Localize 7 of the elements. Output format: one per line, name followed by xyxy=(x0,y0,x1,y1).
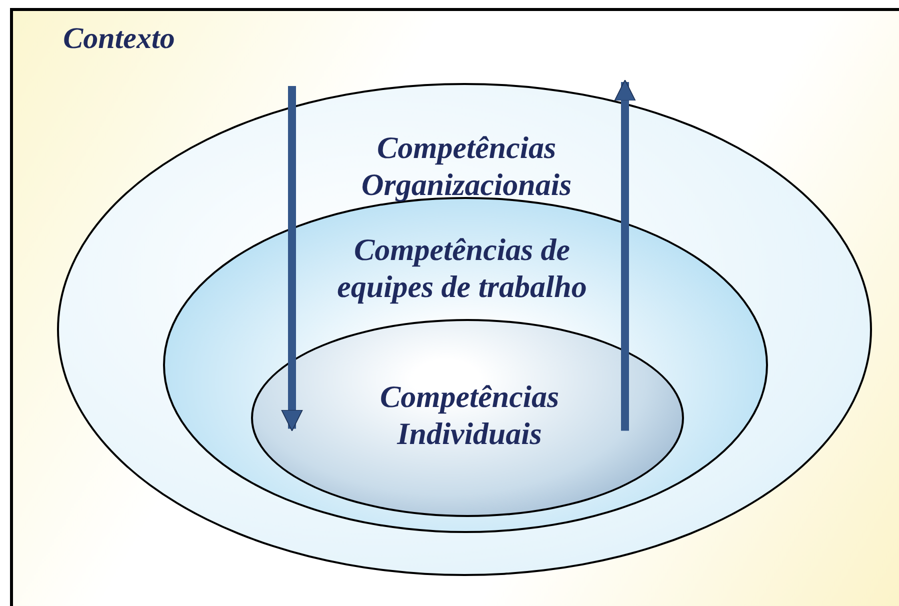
arrow xyxy=(281,86,303,432)
node-label: Competências Individuais xyxy=(378,378,560,452)
context-frame xyxy=(10,8,899,606)
arrow xyxy=(614,80,636,431)
node-label: Competências de equipes de trabalho xyxy=(336,231,588,306)
node-label: Competências Organizacionais xyxy=(360,129,573,204)
node-label: Contexto xyxy=(62,21,176,57)
